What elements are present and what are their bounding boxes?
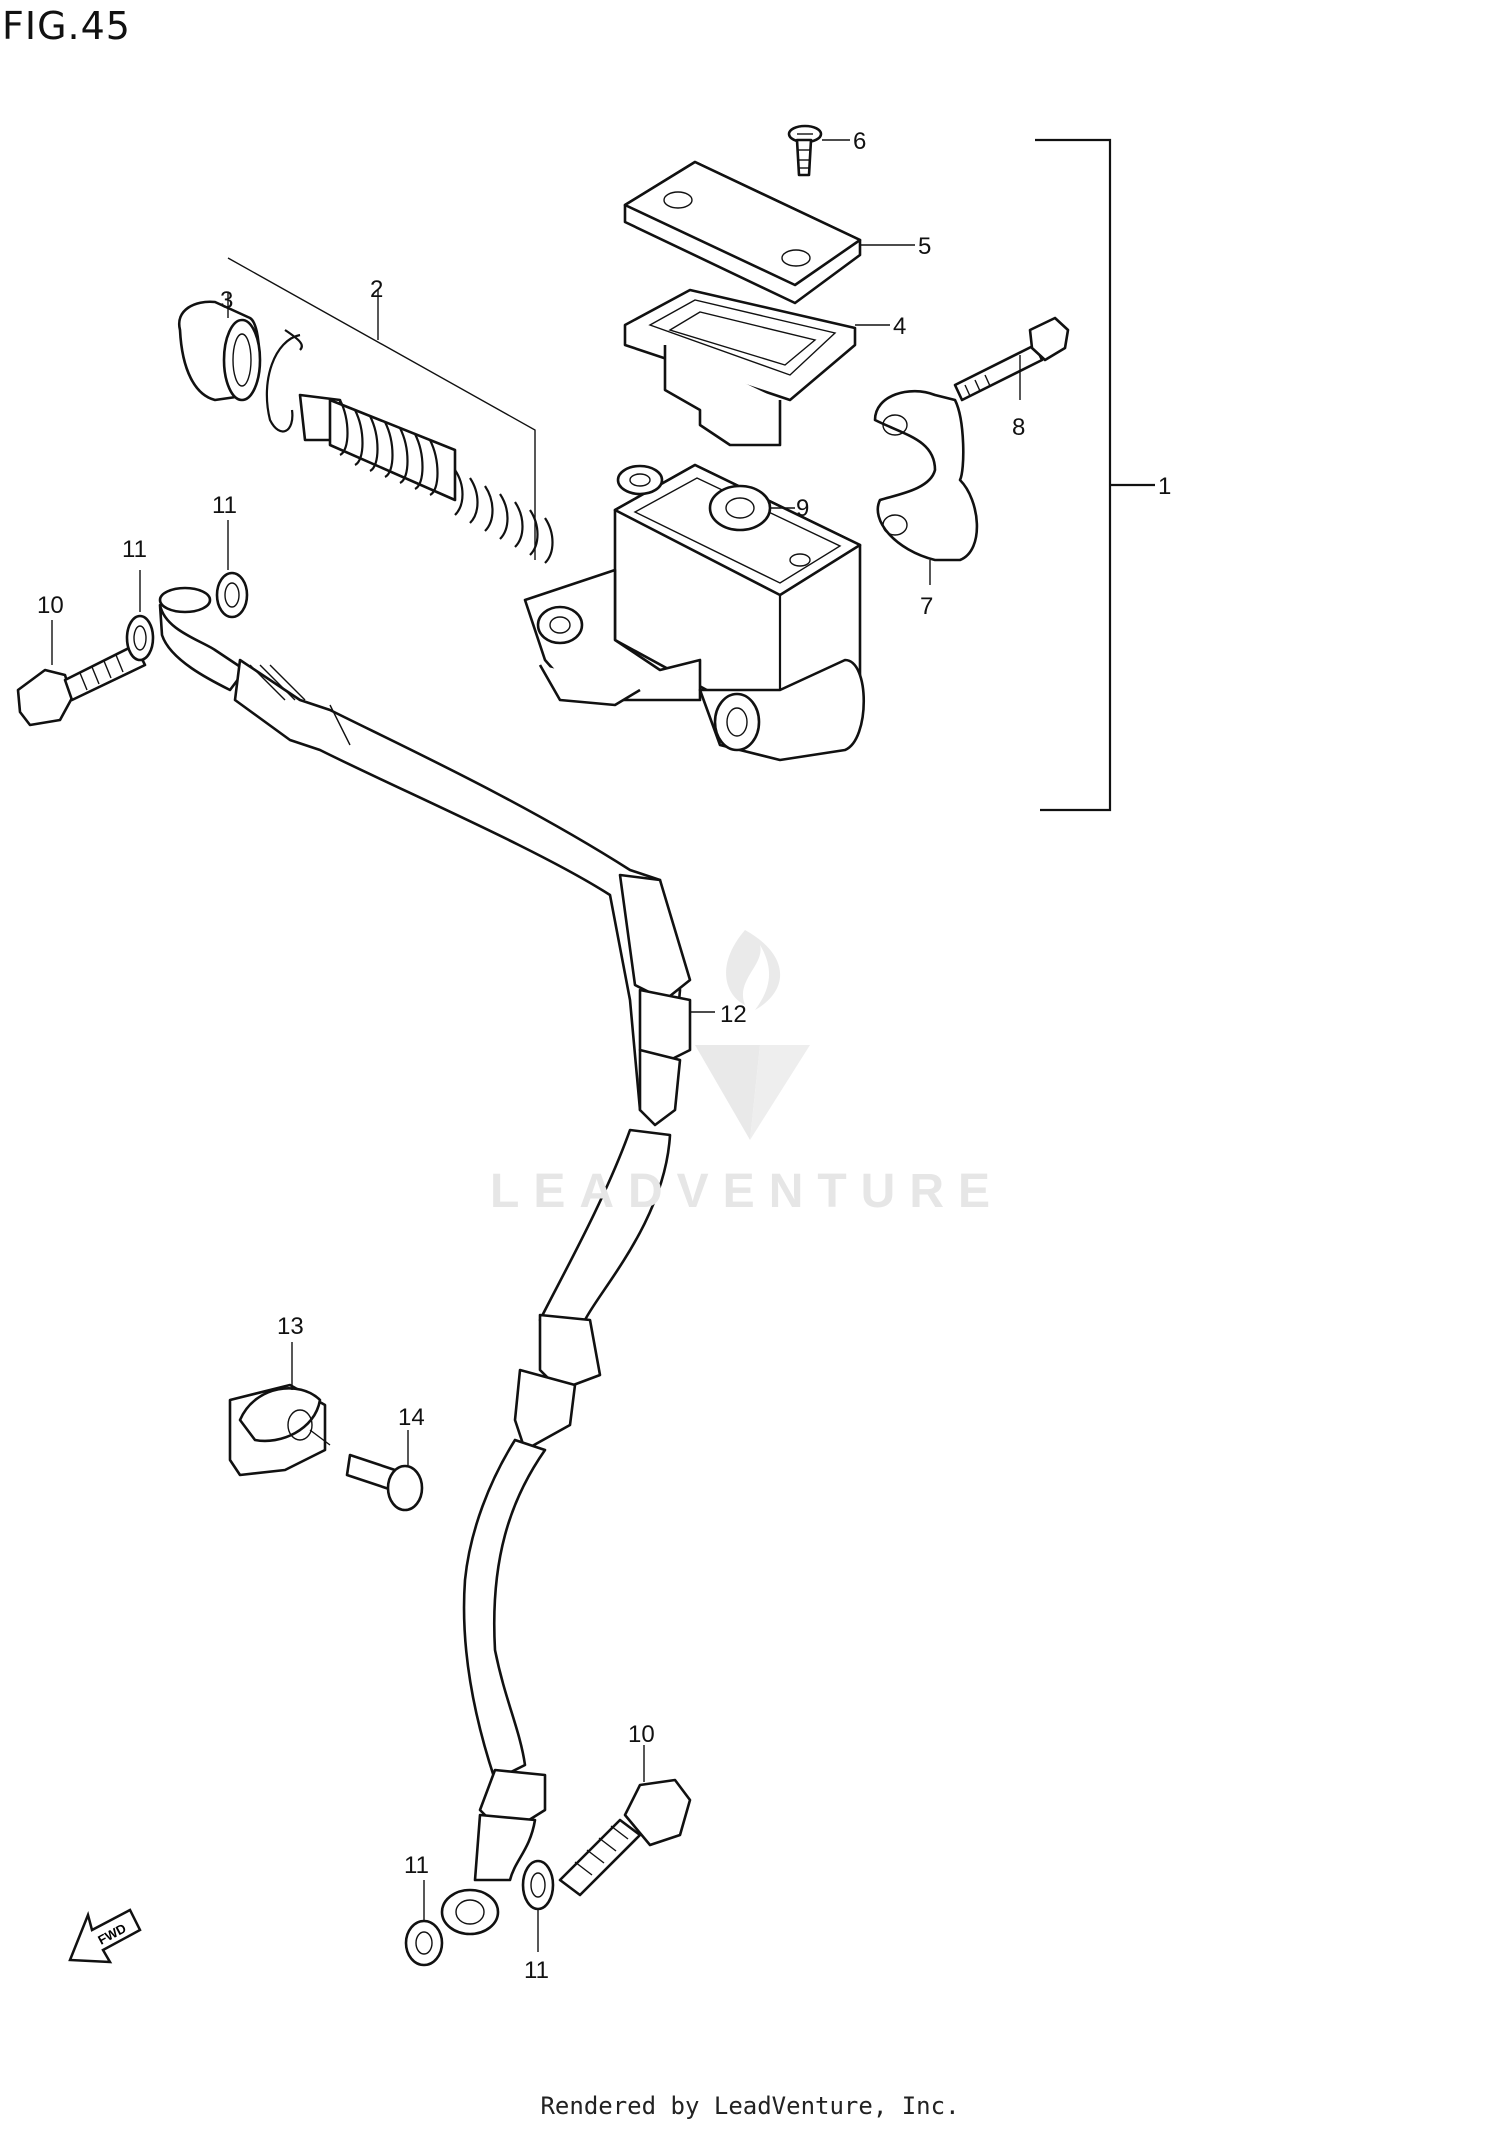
- boot-part-3: [177, 292, 262, 402]
- washer-part-11-top-a: [125, 570, 155, 662]
- footer-credit: Rendered by LeadVenture, Inc.: [540, 2092, 960, 2120]
- callout-6: 6: [853, 128, 866, 155]
- fwd-direction-arrow: FWD: [68, 1908, 142, 1964]
- callout-9: 9: [796, 495, 809, 522]
- callout-11-top-b: 11: [212, 492, 237, 519]
- bolt-part-8: [953, 316, 1070, 402]
- callout-3: 3: [220, 287, 233, 314]
- callout-7: 7: [920, 593, 933, 620]
- watermark-brand: LEADVENTURE: [490, 1165, 1005, 1218]
- watermark-logo: [695, 930, 810, 1140]
- assembly-bracket-1: [1035, 138, 1155, 812]
- callout-11-top-a: 11: [122, 536, 147, 563]
- callout-13: 13: [277, 1313, 304, 1340]
- circlip: [265, 329, 303, 433]
- screw-part-14: [345, 1430, 424, 1512]
- callout-4: 4: [893, 313, 906, 340]
- reservoir-cap-part-5: [623, 160, 915, 305]
- diaphragm-part-4: [623, 288, 890, 447]
- callout-1: 1: [1158, 473, 1171, 500]
- callout-10-bottom: 10: [628, 1721, 655, 1748]
- piston-kit-bracket-2: [227, 257, 536, 560]
- callout-5: 5: [918, 233, 931, 260]
- callout-11-bottom-b: 11: [524, 1957, 549, 1984]
- washer-part-11-bottom-a: [404, 1880, 444, 1967]
- holder-part-7: [873, 389, 979, 585]
- master-cylinder-body-part-9: [523, 463, 866, 762]
- figure-title: FIG.45: [2, 4, 131, 48]
- hose-clamp-part-13: [228, 1342, 331, 1477]
- screw-part-6: [787, 124, 850, 177]
- callout-10-top: 10: [37, 592, 64, 619]
- banjo-bolt-part-10-top: [16, 620, 147, 727]
- washer-part-11-top-b: [215, 520, 249, 619]
- callout-12: 12: [720, 1001, 747, 1028]
- callout-2: 2: [370, 276, 383, 303]
- callout-8: 8: [1012, 414, 1025, 441]
- brake-hose-part-12: [158, 586, 715, 1936]
- callout-14: 14: [398, 1404, 425, 1431]
- washer-part-11-bottom-b: [521, 1859, 555, 1952]
- piston-and-spring: [298, 393, 554, 564]
- banjo-bolt-part-10-bottom: [558, 1745, 692, 1897]
- callout-11-bottom-a: 11: [404, 1852, 429, 1879]
